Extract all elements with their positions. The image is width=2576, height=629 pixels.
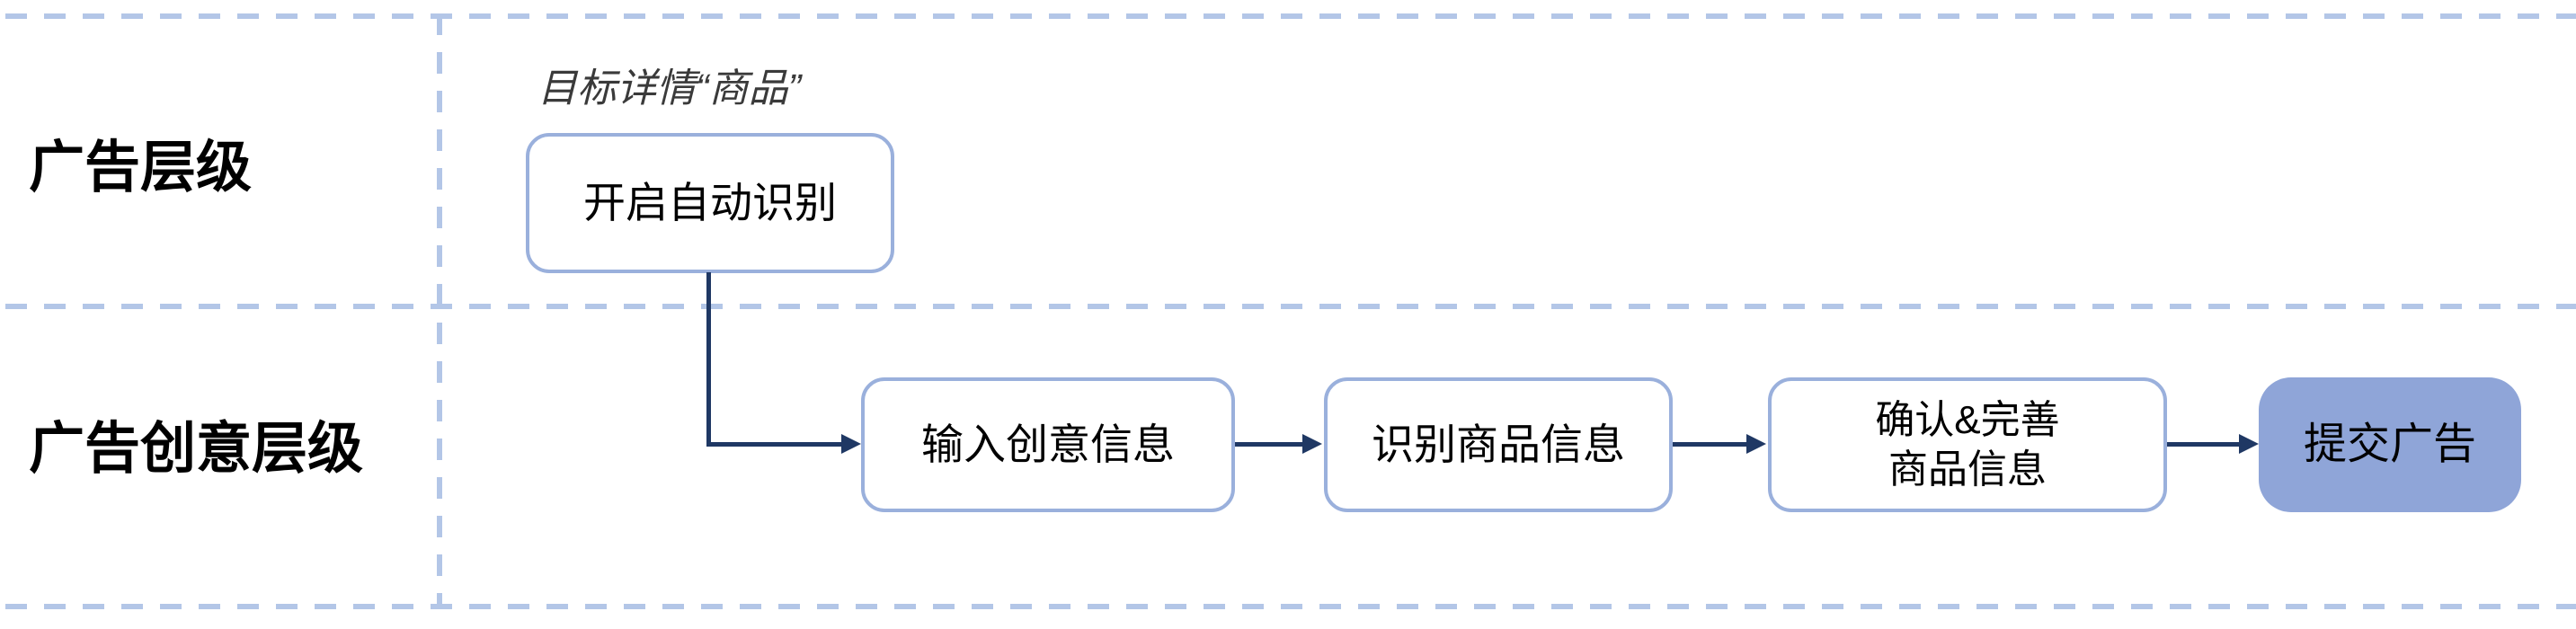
swimlane-divider-vertical [437,13,442,607]
node-label: 开启自动识别 [583,178,837,226]
connector-step3-end [2167,442,2241,447]
swimlane-divider-bottom [5,604,2576,609]
node-label: 确认&完善 商品信息 [1875,398,2060,492]
swimlane-divider-middle [5,304,2576,309]
row-label-ad-level: 广告层级 [29,137,253,199]
arrowhead-icon [2239,434,2259,454]
node-label: 识别商品信息 [1372,420,1625,468]
node-detect-product-info: 识别商品信息 [1324,377,1673,512]
arrowhead-icon [1302,434,1322,454]
node-confirm-complete-product-info: 确认&完善 商品信息 [1768,377,2167,512]
node-submit-ad: 提交广告 [2259,377,2521,512]
annotation-target-detail-product: 目标详情“商品” [537,66,802,111]
connector-step1-step2 [1235,442,1304,447]
node-enable-auto-detect: 开启自动识别 [526,133,894,273]
connector-elbow-vertical [706,272,711,445]
node-input-creative-info: 输入创意信息 [861,377,1235,512]
arrowhead-icon [841,434,861,454]
connector-elbow-horizontal [706,442,843,447]
arrowhead-icon [1746,434,1766,454]
node-label: 输入创意信息 [921,420,1175,468]
node-label: 提交广告 [2303,421,2476,468]
connector-step2-step3 [1673,442,1748,447]
swimlane-divider-top [5,13,2576,19]
row-label-ad-creative-level: 广告创意层级 [29,418,364,480]
